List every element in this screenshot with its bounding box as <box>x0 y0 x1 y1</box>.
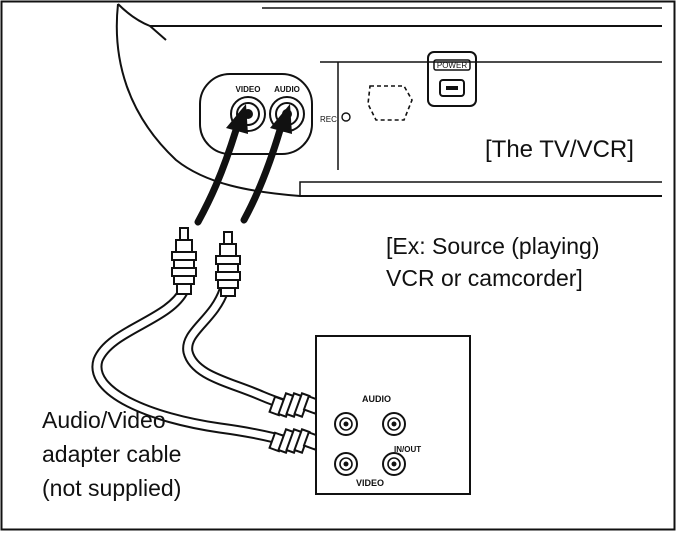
video-arrow-shaft <box>194 126 240 226</box>
rec-indicator-light <box>341 112 351 122</box>
tv-audio-jack-label: AUDIO <box>274 85 300 94</box>
power-button-slot <box>446 86 458 90</box>
tv-vcr-unit <box>115 3 662 197</box>
cable-video-fill <box>93 286 294 446</box>
power-button <box>439 79 465 97</box>
source-audio-jack-right <box>382 412 406 436</box>
audio-arrow-shaft <box>240 126 284 224</box>
connection-arrows <box>194 126 284 226</box>
source-caption-line1: [Ex: Source (playing) <box>386 233 600 259</box>
tv-video-jack-label: VIDEO <box>236 85 261 94</box>
source-caption-line2: VCR or camcorder] <box>386 265 583 291</box>
remote-sensor-outline <box>367 85 413 121</box>
audio-arrow-head <box>270 104 292 134</box>
source-video-jack-right <box>382 452 406 476</box>
cable-caption-line1: Audio/Video <box>42 407 166 433</box>
tv-base-ledge <box>299 181 662 196</box>
video-arrow-head <box>226 104 248 134</box>
tv-top-edge <box>117 3 662 27</box>
cable-caption-line3: (not supplied) <box>42 475 182 501</box>
power-label-box <box>433 59 471 71</box>
tv-jack-panel <box>199 73 313 155</box>
rca-plug-top-right <box>215 231 241 297</box>
tv-body-outline <box>115 3 662 197</box>
power-housing <box>427 51 477 107</box>
source-video-jack-left <box>334 452 358 476</box>
tv-vcr-caption: [The TV/VCR] <box>485 136 634 163</box>
source-inout-label: IN/OUT <box>394 445 421 454</box>
cable-caption-line2: adapter cable <box>42 441 182 467</box>
power-label: POWER <box>437 61 467 70</box>
source-audio-jack-left <box>334 412 358 436</box>
source-audio-label: AUDIO <box>362 394 391 404</box>
rec-indicator-label: REC <box>320 115 337 124</box>
rca-plug-top-left <box>171 227 197 295</box>
source-video-label: VIDEO <box>356 478 384 488</box>
tv-top-bevel <box>149 25 167 41</box>
